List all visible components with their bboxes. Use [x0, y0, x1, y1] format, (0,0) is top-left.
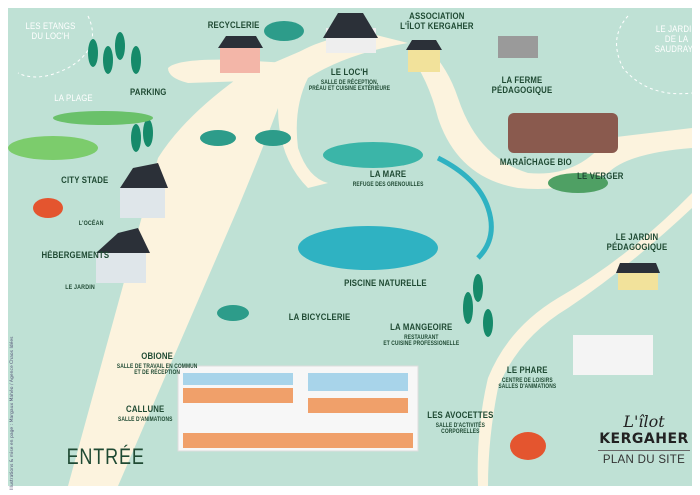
- label-association: ASSOCIATION L'ÎLOT KERGAHER: [400, 11, 474, 32]
- maraichage-field: [508, 113, 618, 153]
- site-map: [8, 8, 692, 486]
- label-le-jardin: LE JARDIN: [65, 284, 95, 291]
- label-saudraye: LE JARDIN DE LA SAUDRAYE: [654, 24, 699, 55]
- trees: [33, 21, 608, 460]
- logo-name: KERGAHER: [599, 431, 689, 447]
- label-maraichage: MARAÎCHAGE BIO: [499, 157, 572, 168]
- label-verger: LE VERGER: [577, 171, 624, 182]
- label-recyclerie: RECYCLERIE: [207, 20, 260, 31]
- la-mare-pond: [323, 142, 423, 168]
- label-parking: PARKING: [130, 87, 167, 98]
- logo-divider: [598, 450, 690, 451]
- stream: [436, 155, 494, 260]
- main-path: [68, 38, 338, 486]
- piscine-pool: [298, 226, 438, 270]
- label-hebergements: HÉBERGEMENTS: [41, 250, 110, 261]
- label-entree: ENTRÉE: [66, 444, 145, 469]
- buildings: [96, 13, 660, 452]
- path-loch: [278, 33, 408, 188]
- logo-subtitle: PLAN DU SITE: [602, 454, 686, 466]
- label-bicyclerie: LA BICYCLERIE: [288, 312, 351, 323]
- logo: L'îlot KERGAHER PLAN DU SITE: [598, 412, 690, 466]
- path-phare: [477, 193, 692, 486]
- label-ferme: LA FERME PÉDAGOGIQUE: [491, 75, 553, 96]
- label-jardin-pedagogique: LE JARDIN PÉDAGOGIQUE: [606, 232, 668, 253]
- label-piscine: PISCINE NATURELLE: [344, 278, 427, 289]
- label-city-stade: CITY STADE: [61, 175, 109, 186]
- label-ocean: L'OCÉAN: [78, 220, 104, 227]
- label-plage: LA PLAGE: [54, 93, 93, 104]
- logo-script: L'îlot: [623, 412, 665, 431]
- credit-text: Illustrations & mise en page : Margaux M…: [10, 336, 15, 490]
- label-etangs: LES ETANGS DU LOC'H: [25, 21, 76, 42]
- path-ferme: [408, 48, 692, 189]
